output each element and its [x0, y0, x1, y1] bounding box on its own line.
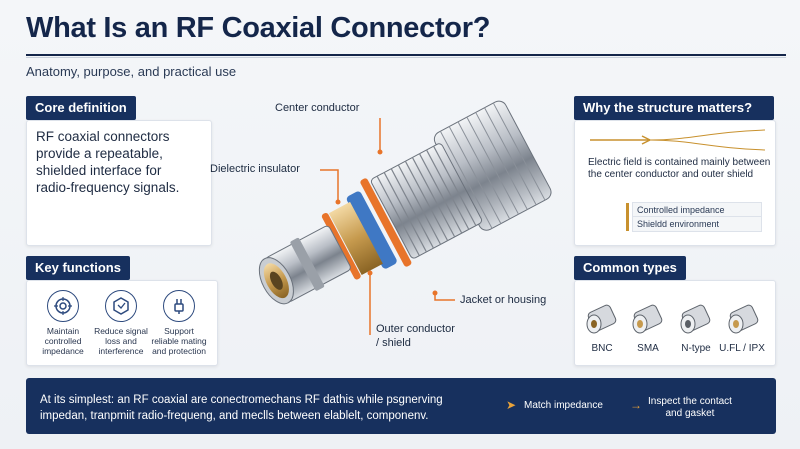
summary-text: At its simplest: an RF coaxial are conec… [40, 394, 443, 422]
key-function-mating: Support reliable mating and protection [150, 290, 208, 356]
blue-ring [346, 191, 397, 269]
common-types-header: Common types [574, 256, 686, 280]
title-rule [26, 54, 786, 56]
bnc-icon [586, 304, 617, 334]
chip-inspect-line1: Inspect the contact [648, 396, 732, 407]
page-subtitle: Anatomy, purpose, and practical use [26, 64, 237, 79]
type-label-n-type: N-type [681, 343, 711, 354]
arrow-icon: ➤ [506, 398, 517, 412]
chip-match-impedance: Match impedance [524, 400, 603, 411]
plug-icon [163, 290, 195, 322]
field-lines-graphic [590, 129, 766, 151]
sma-icon [632, 304, 663, 334]
callout-outer-conductor-line1: Outer conductor [376, 323, 455, 335]
key-function-impedance: Maintain controlled impedance [34, 290, 92, 356]
type-label-ufl: U.FL / IPX [719, 343, 765, 354]
brass-section [328, 201, 383, 276]
type-label-bnc: BNC [591, 343, 613, 354]
core-definition-text: RF coaxial connectors provide a repeatab… [36, 129, 180, 195]
page-title: What Is an RF Coaxial Connector? [26, 12, 491, 44]
callout-dielectric-insulator: Dielectric insulator [210, 163, 300, 175]
orange-ring-front [321, 212, 361, 280]
connector-illustration [258, 100, 552, 335]
orange-ring-rear [360, 178, 412, 267]
callout-outer-conductor: Outer conductor / shield [376, 322, 455, 350]
key-function-label: Maintain controlled impedance [42, 326, 84, 356]
badge-shielded-environment: Shieldd environment [632, 216, 762, 232]
target-icon [47, 290, 79, 322]
core-definition-header: Core definition [26, 96, 136, 120]
type-label-sma: SMA [637, 343, 659, 354]
badge-divider [626, 203, 629, 231]
connector-type-icons [586, 304, 759, 334]
chip-inspect-line2: and gasket [665, 408, 715, 419]
core-definition-card [26, 120, 212, 246]
key-function-loss: Reduce signal loss and interference [92, 290, 150, 356]
n-type-icon [680, 304, 711, 334]
callout-jacket-housing: Jacket or housing [460, 294, 547, 306]
why-structure-text: Electric field is contained mainly betwe… [588, 157, 771, 180]
key-function-label: Reduce signal loss and interference [94, 326, 148, 356]
key-functions-header: Key functions [26, 256, 130, 280]
why-structure-header: Why the structure matters? [574, 96, 774, 120]
chip-inspect-contact: Inspect the contact and gasket [648, 396, 732, 420]
summary-bar [26, 378, 776, 434]
key-function-label: Support reliable mating and protection [151, 326, 207, 356]
ufl-icon [728, 304, 759, 334]
shield-box-icon [105, 290, 137, 322]
callout-center-conductor: Center conductor [275, 102, 360, 114]
callout-outer-conductor-line2: / shield [376, 337, 411, 349]
title-rule-thin [26, 57, 786, 58]
chevron-right-icon: → [630, 398, 642, 412]
